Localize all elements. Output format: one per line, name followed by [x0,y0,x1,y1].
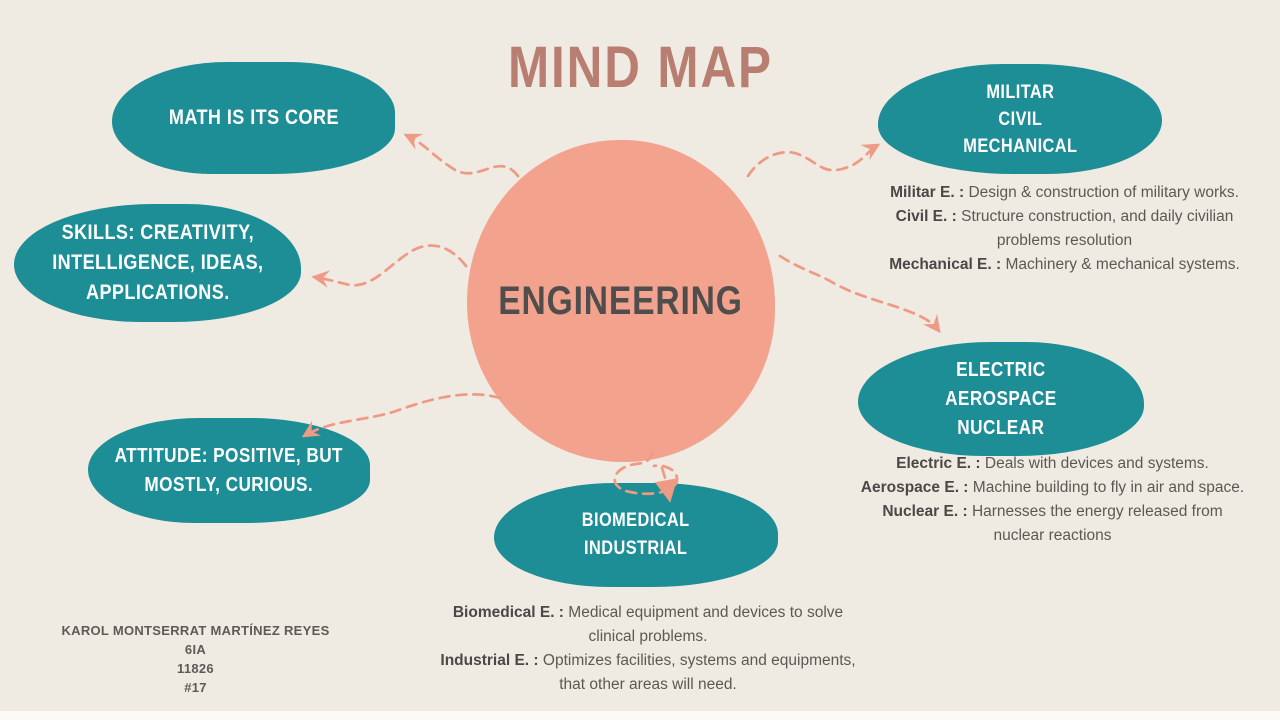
note-line: Civil E. : Structure construction, and d… [872,205,1257,253]
note-line: Mechanical E. : Machinery & mechanical s… [872,253,1257,277]
note-desc: Structure construction, and daily civili… [961,208,1234,249]
notes-military: Militar E. : Design & construction of mi… [872,181,1257,277]
node-attitude: ATTITUDE: POSITIVE, BUT MOSTLY, CURIOUS. [88,418,370,523]
note-desc: Optimizes facilities, systems and equipm… [542,652,856,693]
arrow-to-math [403,133,520,178]
note-term: Mechanical E. : [889,256,1006,273]
arrow-to-military [746,143,881,178]
note-desc: Design & construction of military works. [968,184,1239,201]
node-skills: SKILLS: CREATIVITY, INTELLIGENCE, IDEAS,… [14,204,301,322]
note-line: Nuclear E. : Harnesses the energy releas… [855,500,1250,548]
note-desc: Harnesses the energy released from nucle… [971,503,1223,544]
node-military-civil-mechanical: MILITAR CIVIL MECHANICAL [878,64,1162,174]
note-desc: Medical equipment and devices to solve c… [568,604,844,645]
note-line: Militar E. : Design & construction of mi… [872,181,1257,205]
note-term: Electric E. : [896,455,985,472]
node-math-label: MATH IS ITS CORE [168,106,339,129]
mindmap-title: MIND MAP [0,36,1280,101]
central-node-engineering: ENGINEERING [467,140,775,462]
note-term: Militar E. : [890,184,969,201]
bottom-edge-strip [0,711,1280,720]
credit-id: 11826 [177,661,214,676]
notes-biomedical: Biomedical E. : Medical equipment and de… [438,601,858,697]
credit-author-name: KAROL MONTSERRAT MARTÍNEZ REYES [61,623,330,638]
note-line: Electric E. : Deals with devices and sys… [855,452,1250,476]
node-skills-label: SKILLS: CREATIVITY, INTELLIGENCE, IDEAS,… [51,221,264,304]
node-electric-label: ELECTRIC AEROSPACE NUCLEAR [945,358,1057,439]
arrow-to-skills [311,244,468,288]
credit-group: 6IA [184,642,207,657]
node-biomedical-industrial: BIOMEDICAL INDUSTRIAL [494,483,778,587]
node-military-label: MILITAR CIVIL MECHANICAL [962,81,1078,157]
mindmap-title-text: MIND MAP [507,35,773,101]
note-term: Aerospace E. : [860,479,973,496]
notes-electric: Electric E. : Deals with devices and sys… [855,452,1250,548]
note-desc: Machinery & mechanical systems. [1005,256,1240,273]
node-math: MATH IS ITS CORE [112,62,395,174]
note-term: Industrial E. : [440,652,543,669]
arrow-to-attitude [301,393,502,438]
note-line: Industrial E. : Optimizes facilities, sy… [438,649,858,697]
credit-number: #17 [184,680,207,695]
note-line: Aerospace E. : Machine building to fly i… [855,476,1250,500]
node-attitude-label: ATTITUDE: POSITIVE, BUT MOSTLY, CURIOUS. [114,444,344,496]
central-node-label: ENGINEERING [498,278,744,323]
author-credits: KAROL MONTSERRAT MARTÍNEZ REYES 6IA 1182… [38,621,353,697]
note-desc: Machine building to fly in air and space… [972,479,1245,496]
note-term: Civil E. : [895,208,962,225]
note-desc: Deals with devices and systems. [984,455,1209,472]
node-biomedical-label: BIOMEDICAL INDUSTRIAL [582,510,690,559]
note-term: Nuclear E. : [882,503,972,520]
note-line: Biomedical E. : Medical equipment and de… [438,601,858,649]
note-term: Biomedical E. : [452,604,569,621]
node-electric-aerospace-nuclear: ELECTRIC AEROSPACE NUCLEAR [858,342,1144,456]
